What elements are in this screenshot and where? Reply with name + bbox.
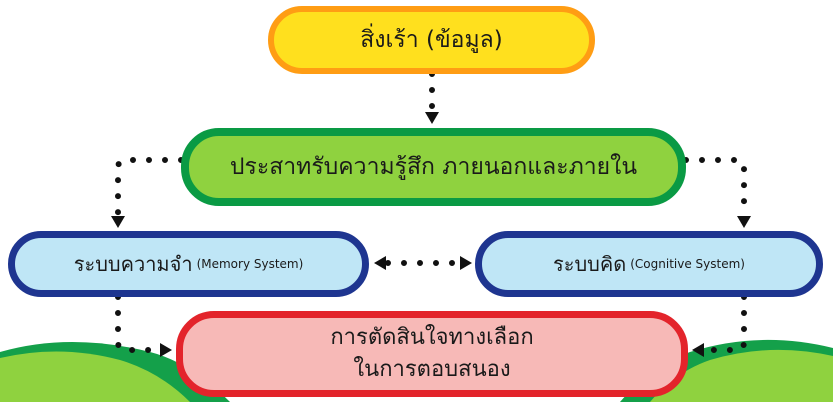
decision-node: การตัดสินใจทางเลือก ในการตอบสนอง bbox=[176, 311, 688, 397]
decision-label-line-1: การตัดสินใจทางเลือก bbox=[330, 325, 534, 351]
left-hill-light bbox=[0, 351, 190, 402]
stimulus-label: สิ่งเร้า (ข้อมูล) bbox=[360, 27, 503, 53]
right-hill-light bbox=[650, 349, 833, 402]
connector-senses-to-cognitive bbox=[683, 157, 747, 217]
arrowhead-left-memory bbox=[374, 256, 386, 270]
arrowhead-to-cognitive bbox=[737, 216, 751, 228]
memory-system-label: ระบบความจำ bbox=[73, 252, 193, 276]
arrowhead-to-memory bbox=[111, 216, 125, 228]
connector-senses-to-memory bbox=[115, 157, 184, 217]
memory-system-sublabel: (Memory System) bbox=[196, 257, 304, 271]
senses-label: ประสาทรับความรู้สึก ภายนอกและภายใน bbox=[229, 154, 638, 180]
cognitive-system-node: ระบบคิด (Cognitive System) bbox=[475, 231, 823, 297]
arrowhead-memory-to-decision bbox=[160, 343, 172, 357]
decision-label-line-2: ในการตอบสนอง bbox=[353, 357, 511, 382]
stimulus-node: สิ่งเร้า (ข้อมูล) bbox=[268, 6, 595, 74]
cognitive-system-sublabel: (Cognitive System) bbox=[630, 257, 745, 271]
cognitive-system-label: ระบบคิด bbox=[553, 252, 627, 276]
connector-memory-to-decision bbox=[115, 294, 161, 353]
arrowhead-right-cognitive bbox=[460, 256, 472, 270]
senses-node: ประสาทรับความรู้สึก ภายนอกและภายใน bbox=[181, 128, 686, 206]
arrowhead-cognitive-to-decision bbox=[692, 343, 704, 357]
memory-system-node: ระบบความจำ (Memory System) bbox=[8, 231, 369, 297]
arrowhead-to-senses bbox=[425, 112, 439, 124]
